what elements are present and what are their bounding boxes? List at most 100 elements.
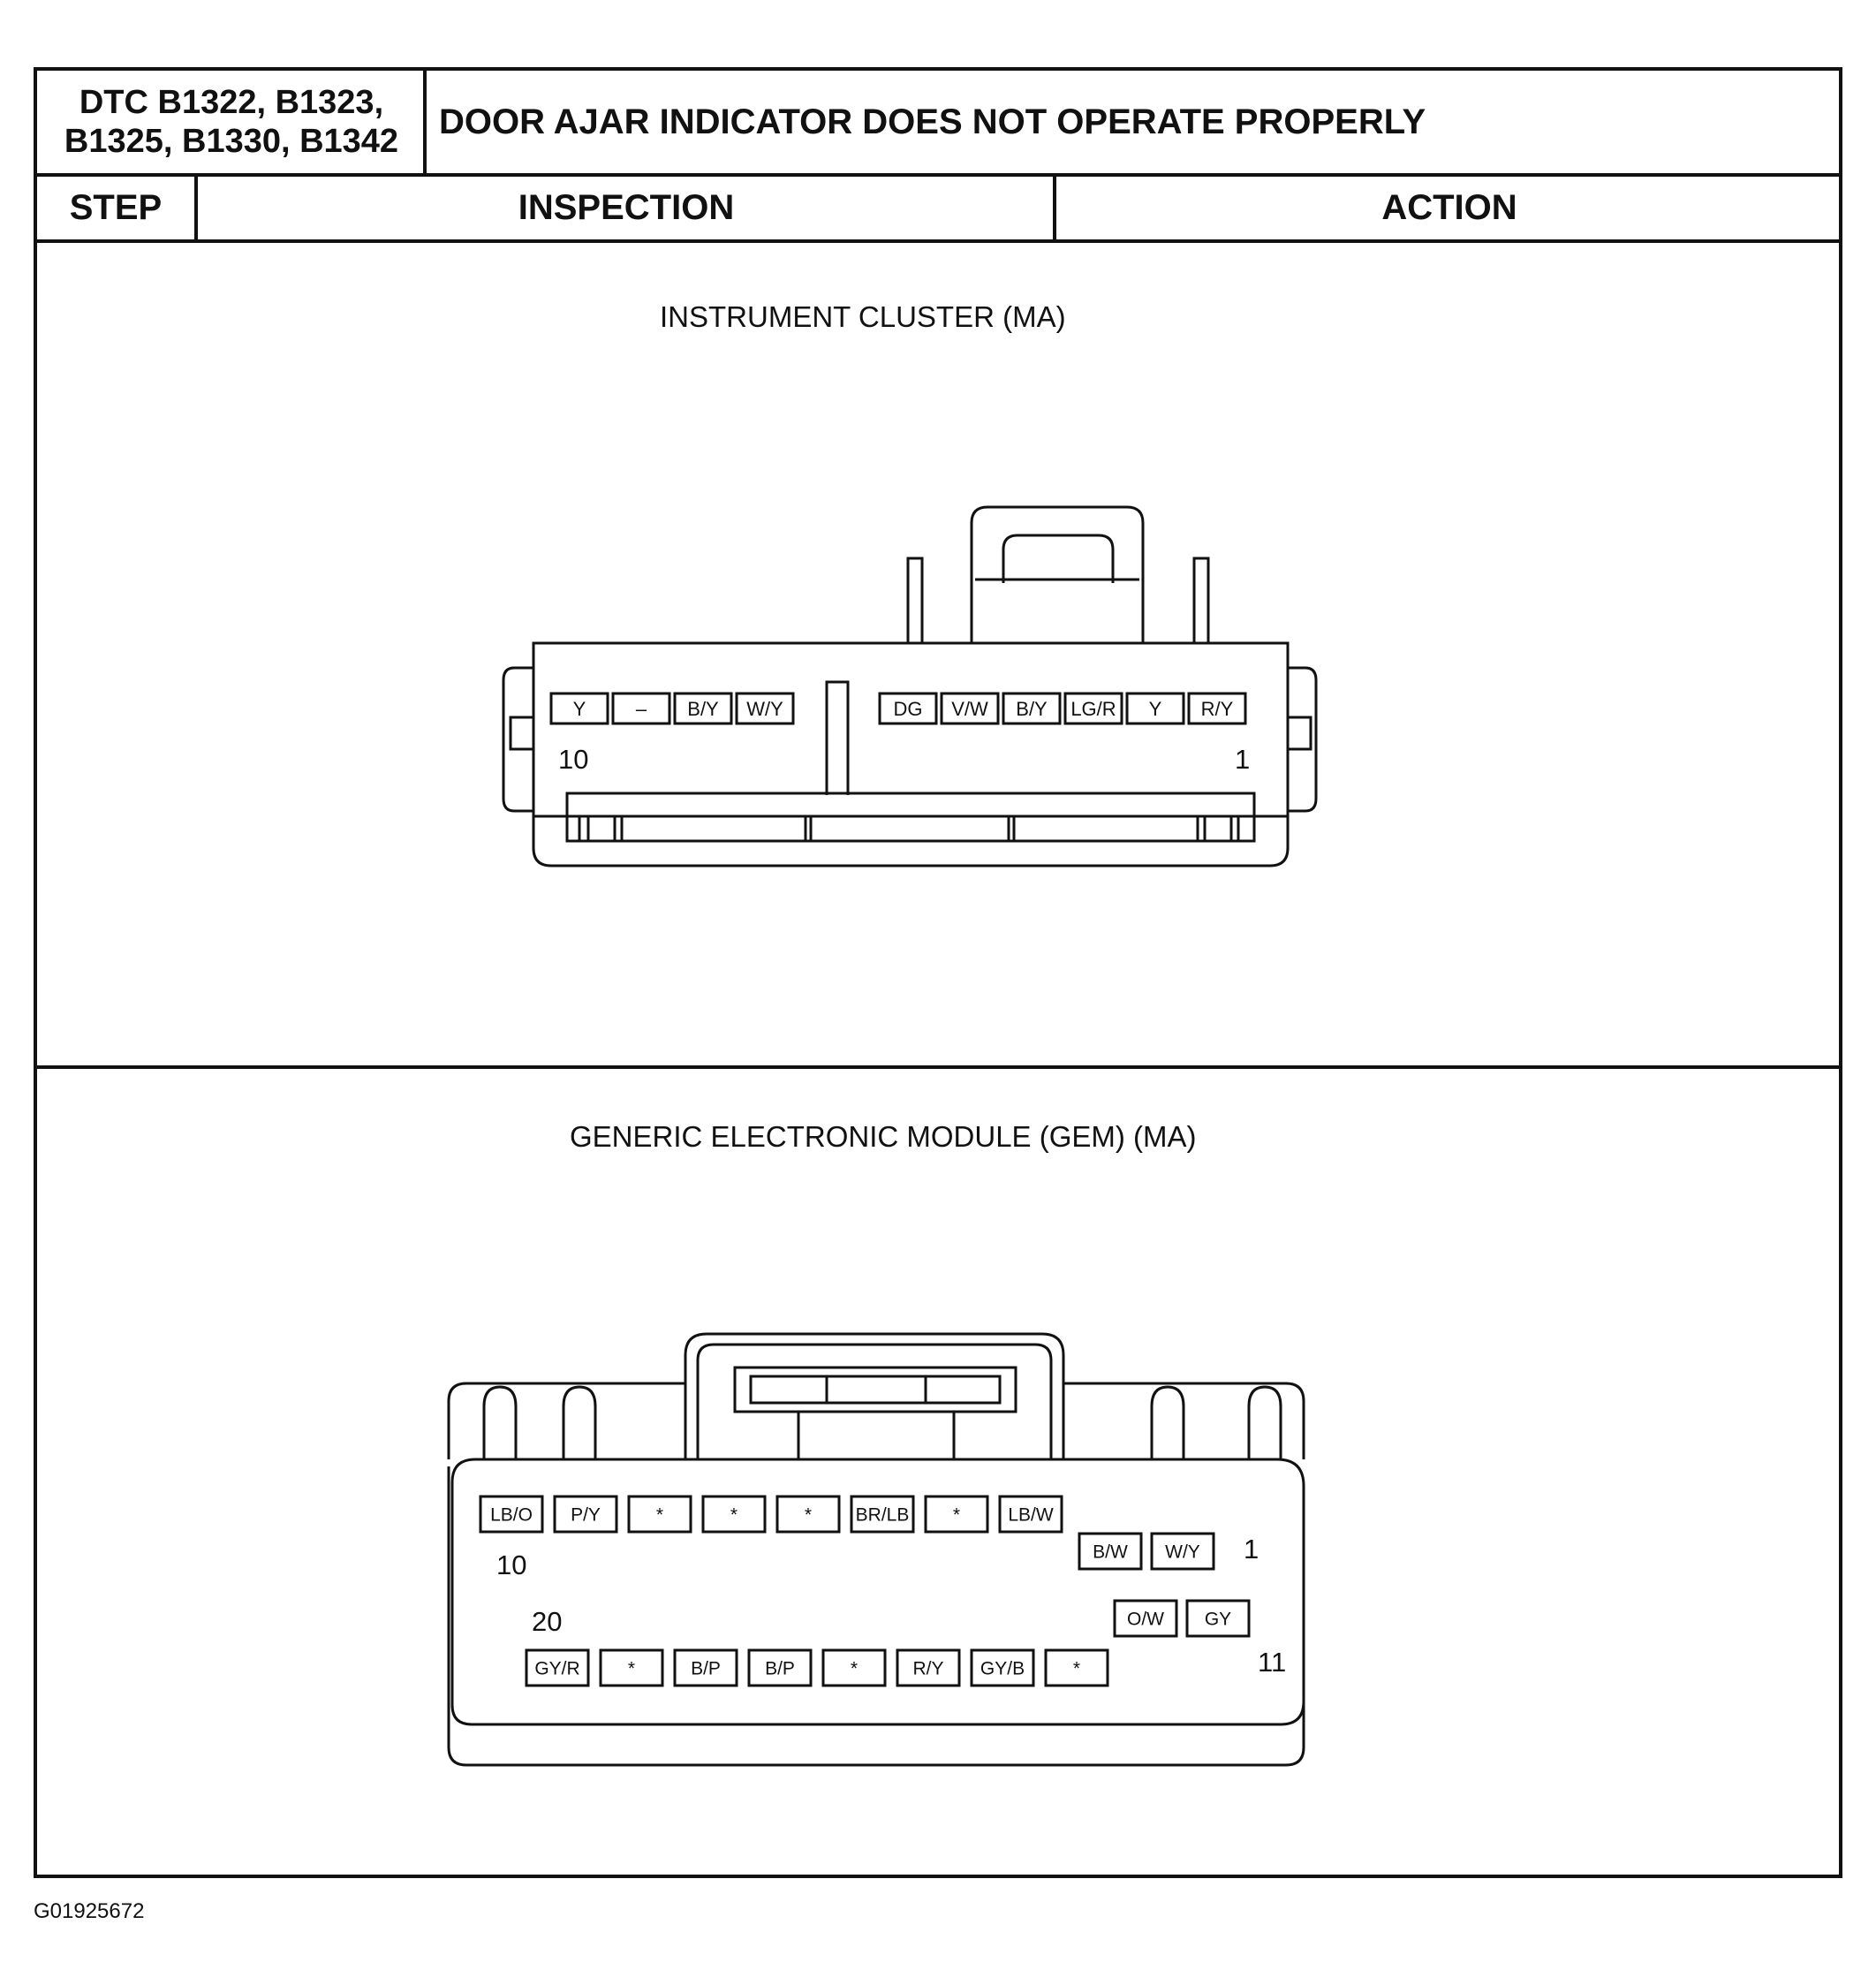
ic-pin-right-4: Y	[1125, 692, 1185, 725]
gem-pin-top-6: *	[924, 1495, 989, 1534]
pin-label: B/Y	[687, 698, 719, 720]
pin-box	[1078, 1532, 1143, 1571]
dtc-codes: DTC B1322, B1323, B1325, B1330, B1342	[37, 71, 426, 173]
pin-box	[1187, 692, 1247, 725]
dtc-line-2: B1325, B1330, B1342	[64, 123, 399, 160]
pin-label: LB/O	[490, 1505, 533, 1526]
pin-label: *	[730, 1505, 738, 1526]
pin-box	[599, 1648, 664, 1687]
ic-pin-right-3: LG/R	[1063, 692, 1123, 725]
pin-label: B/W	[1093, 1542, 1128, 1563]
ic-pin-label-1: 1	[1235, 744, 1250, 775]
pin-label: W/Y	[746, 698, 783, 720]
page-title: DOOR AJAR INDICATOR DOES NOT OPERATE PRO…	[439, 102, 1426, 141]
pin-label: P/Y	[571, 1505, 601, 1526]
gem-pin-mid-0: B/W	[1078, 1532, 1143, 1571]
pin-box	[673, 1648, 738, 1687]
gem-pin-top-0: LB/O	[479, 1495, 544, 1534]
pin-box	[1063, 692, 1123, 725]
dtc-line-1: DTC B1322, B1323,	[79, 84, 384, 121]
gem-pin-bottom-2: B/P	[673, 1648, 738, 1687]
gem-pin-top-4: *	[775, 1495, 841, 1534]
pin-label: DG	[894, 698, 923, 720]
pin-label: *	[851, 1659, 858, 1679]
pin-box	[627, 1495, 692, 1534]
gem-pin-bottom-1: *	[599, 1648, 664, 1687]
column-action: ACTION	[1381, 187, 1517, 227]
pin-label: GY/B	[980, 1659, 1025, 1679]
procedure-table: DTC B1322, B1323, B1325, B1330, B1342 DO…	[34, 67, 1842, 1878]
gem-pin-mid-lower-0: O/W	[1113, 1599, 1178, 1638]
pin-box	[549, 692, 609, 725]
pin-box	[735, 692, 795, 725]
gem-caption: GENERIC ELECTRONIC MODULE (GEM) (MA)	[570, 1120, 1197, 1153]
gem-pin-label-11: 11	[1258, 1647, 1286, 1678]
pin-box	[924, 1495, 989, 1534]
ic-pin-right-1: V/W	[940, 692, 1000, 725]
pin-box	[747, 1648, 813, 1687]
pin-label: R/Y	[1201, 698, 1234, 720]
pin-label: B/Y	[1016, 698, 1048, 720]
pin-label: *	[805, 1505, 812, 1526]
column-step: STEP	[69, 187, 163, 227]
pin-label: W/Y	[1165, 1542, 1200, 1563]
gem-pin-bottom-3: B/P	[747, 1648, 813, 1687]
pin-label: O/W	[1127, 1610, 1164, 1630]
pin-label: Y	[1149, 698, 1162, 720]
pin-label: *	[656, 1505, 663, 1526]
pin-box	[611, 692, 671, 725]
gem-pin-bottom-7: *	[1044, 1648, 1109, 1687]
gem-pin-top-5: BR/LB	[850, 1495, 915, 1534]
pin-box	[1185, 1599, 1251, 1638]
pin-box	[998, 1495, 1063, 1534]
pin-label: BR/LB	[856, 1505, 910, 1526]
ic-pin-label-10: 10	[558, 744, 588, 775]
gem-pin-bottom-5: R/Y	[896, 1648, 961, 1687]
divider	[37, 239, 1839, 243]
divider	[1053, 173, 1056, 240]
pin-label: –	[636, 698, 647, 720]
pin-box	[940, 692, 1000, 725]
gem-pin-top-1: P/Y	[553, 1495, 618, 1534]
ic-pin-left-1: –	[611, 692, 671, 725]
pin-box	[821, 1648, 887, 1687]
pin-box	[775, 1495, 841, 1534]
pin-box	[850, 1495, 915, 1534]
ic-pin-left-2: B/Y	[673, 692, 733, 725]
pin-label: GY	[1205, 1610, 1231, 1630]
gem-pin-mid-1: W/Y	[1150, 1532, 1215, 1571]
gem-pin-label-1: 1	[1244, 1534, 1259, 1565]
pin-box	[673, 692, 733, 725]
gem-pin-top-2: *	[627, 1495, 692, 1534]
gem-pin-label-20: 20	[532, 1606, 562, 1637]
gem-pin-top-3: *	[701, 1495, 767, 1534]
ic-pin-right-0: DG	[878, 692, 938, 725]
pin-label: B/P	[691, 1659, 721, 1679]
ic-pin-left-0: Y	[549, 692, 609, 725]
ic-pin-right-2: B/Y	[1002, 692, 1062, 725]
pin-box	[878, 692, 938, 725]
gem-pin-mid-lower-1: GY	[1185, 1599, 1251, 1638]
pin-box	[701, 1495, 767, 1534]
gem-pin-bottom-4: *	[821, 1648, 887, 1687]
pin-label: R/Y	[912, 1659, 943, 1679]
divider	[423, 71, 427, 173]
pin-label: GY/R	[534, 1659, 579, 1679]
pin-label: V/W	[951, 698, 988, 720]
pin-label: LB/W	[1008, 1505, 1054, 1526]
pin-box	[896, 1648, 961, 1687]
instrument-cluster-connector: Y – B/Y W/Y DG V/W B/Y LG/R Y R/Y	[502, 505, 1318, 867]
pin-box	[1125, 692, 1185, 725]
divider	[37, 1065, 1839, 1069]
gem-pin-bottom-0: GY/R	[525, 1648, 590, 1687]
pin-label: B/P	[765, 1659, 795, 1679]
pin-box	[1113, 1599, 1178, 1638]
gem-pin-label-10: 10	[496, 1549, 526, 1580]
divider	[194, 173, 198, 240]
instrument-cluster-caption: INSTRUMENT CLUSTER (MA)	[660, 300, 1066, 333]
pin-box	[1150, 1532, 1215, 1571]
gem-pin-top-7: LB/W	[998, 1495, 1063, 1534]
gem-connector: LB/O P/Y * * * BR/LB * LB/W B/W W/Y O/W GY GY/R * B/P B…	[447, 1332, 1305, 1767]
pin-label: LG/R	[1070, 698, 1116, 720]
